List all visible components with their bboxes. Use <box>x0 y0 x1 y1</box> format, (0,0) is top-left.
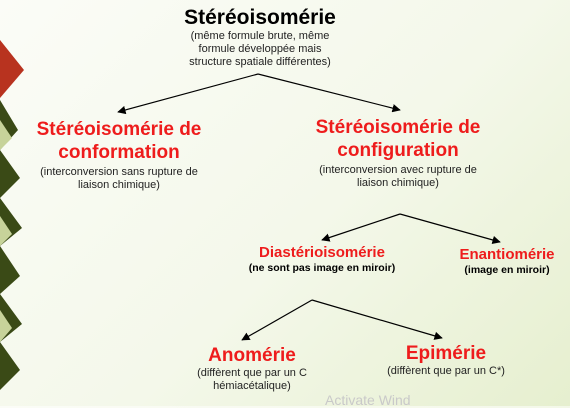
arrow-diastereo-to-anomerie <box>241 299 313 341</box>
node-diastereoisomerie-title: Diastérioisomérie <box>259 244 385 261</box>
node-configuration-title-1: Stéréoisomérie de <box>315 117 481 138</box>
activation-watermark: Activate Wind <box>325 392 411 408</box>
node-anomerie-title: Anomérie <box>208 345 296 366</box>
arrow-configuration-to-diastereo <box>321 213 401 242</box>
node-anomerie: Anomérie (diffèrent que par un C hémiacé… <box>174 344 330 393</box>
node-stereoisomerie-desc-3: structure spatiale différentes) <box>189 56 331 68</box>
node-conformation-desc-1: (interconversion sans rupture de <box>40 166 198 178</box>
node-stereoisomerie-desc-1: (même formule brute, même <box>190 30 330 42</box>
node-configuration-title-2: configuration <box>337 140 459 161</box>
arrow-root-to-configuration <box>257 73 401 113</box>
node-enantiomerie-desc: (image en miroir) <box>464 264 550 276</box>
node-stereoisomerie-desc-2: formule développée mais <box>198 43 322 55</box>
node-conformation-desc-2: liaison chimique) <box>78 179 160 191</box>
decorative-leaf-strip <box>0 40 24 390</box>
node-diastereoisomerie: Diastérioisomérie (ne sont pas image en … <box>224 244 420 275</box>
node-anomerie-desc-2: hémiacétalique) <box>213 380 291 392</box>
node-configuration: Stéréoisomérie de configuration (interco… <box>288 116 508 190</box>
arrow-diastereo-to-epimerie <box>311 299 443 340</box>
node-configuration-desc-1: (interconversion avec rupture de <box>319 164 477 176</box>
node-conformation-title-1: Stéréoisomérie de <box>36 119 202 140</box>
node-enantiomerie-title: Enantiomérie <box>459 246 555 263</box>
node-epimerie-title: Epimérie <box>405 343 487 364</box>
node-enantiomerie: Enantiomérie (image en miroir) <box>448 246 566 277</box>
node-stereoisomerie-title: Stéréoisomérie <box>184 6 336 29</box>
arrow-configuration-to-enantio <box>399 213 501 245</box>
node-conformation: Stéréoisomérie de conformation (intercon… <box>8 118 230 192</box>
node-epimerie: Epimérie (diffèrent que par un C*) <box>366 342 526 378</box>
arrow-root-to-conformation <box>117 73 259 115</box>
node-diastereoisomerie-desc: (ne sont pas image en miroir) <box>248 262 396 274</box>
node-conformation-title-2: conformation <box>58 142 180 163</box>
node-configuration-desc-2: liaison chimique) <box>357 177 439 189</box>
node-stereoisomerie: Stéréoisomérie (même formule brute, même… <box>140 6 380 69</box>
node-epimerie-desc: (diffèrent que par un C*) <box>387 365 505 377</box>
node-anomerie-desc-1: (diffèrent que par un C <box>197 367 307 379</box>
